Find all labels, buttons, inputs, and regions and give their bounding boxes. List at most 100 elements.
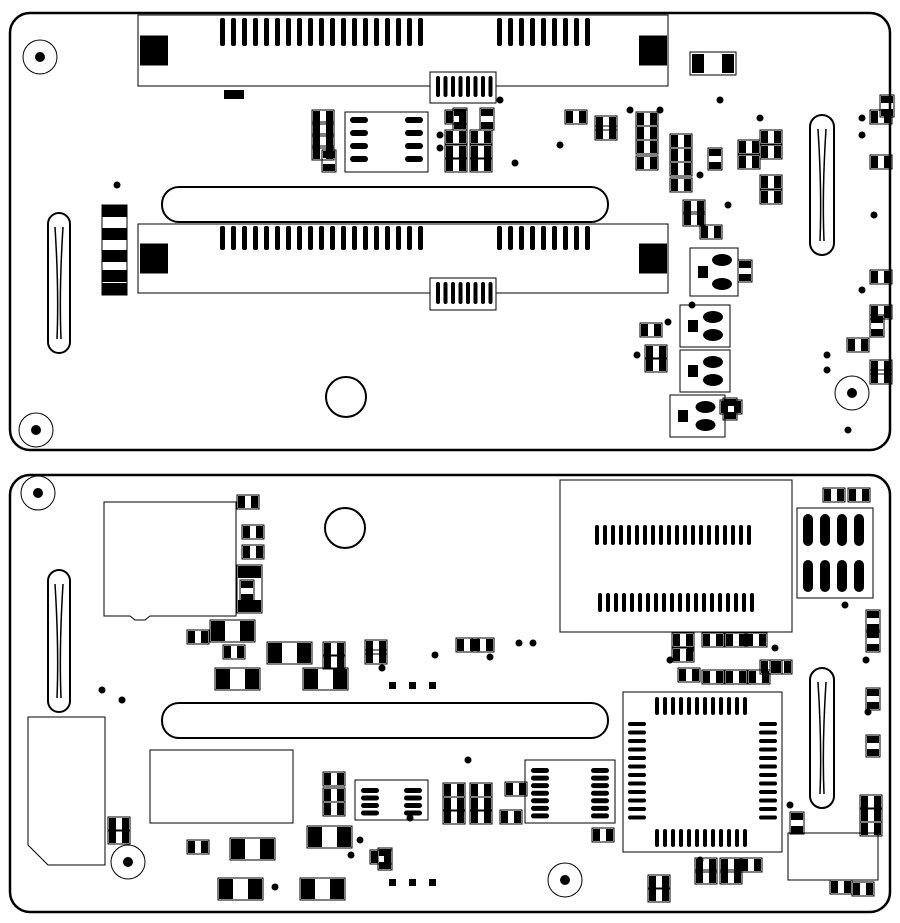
component-outline bbox=[724, 669, 748, 685]
connector-finger bbox=[574, 226, 579, 250]
chip-pin bbox=[759, 815, 777, 820]
pad bbox=[454, 122, 466, 129]
chip-pin bbox=[759, 781, 777, 786]
connector-finger bbox=[330, 18, 335, 46]
pad bbox=[109, 818, 116, 830]
connector-finger bbox=[574, 18, 579, 46]
component-outline bbox=[471, 637, 495, 653]
chip-pin bbox=[591, 798, 609, 804]
pad bbox=[884, 271, 891, 283]
component-outline bbox=[644, 344, 668, 360]
pad bbox=[854, 560, 864, 592]
pad bbox=[686, 634, 693, 646]
pad bbox=[726, 671, 733, 683]
vertical-component bbox=[101, 204, 128, 296]
mounting-hole-center bbox=[847, 388, 857, 398]
pad bbox=[379, 849, 391, 856]
component-outline bbox=[452, 107, 468, 131]
chip-outline bbox=[344, 111, 429, 173]
pad bbox=[831, 881, 838, 893]
component-outline bbox=[469, 796, 493, 812]
pad bbox=[754, 859, 761, 871]
chip-pin bbox=[735, 697, 739, 715]
component-outline bbox=[266, 641, 313, 665]
pad bbox=[688, 365, 698, 377]
via bbox=[823, 366, 831, 374]
via bbox=[656, 106, 664, 114]
pad bbox=[861, 823, 868, 835]
via bbox=[666, 656, 674, 664]
via bbox=[529, 639, 537, 647]
smd-component bbox=[869, 369, 893, 385]
chip-pin bbox=[655, 697, 659, 715]
pad bbox=[739, 634, 746, 646]
pad bbox=[484, 784, 491, 796]
pad bbox=[701, 226, 708, 238]
smd-component bbox=[442, 782, 466, 798]
pad bbox=[514, 811, 521, 823]
smd-component bbox=[747, 669, 771, 685]
smd-component bbox=[469, 129, 493, 145]
pad bbox=[459, 159, 466, 171]
via bbox=[858, 114, 866, 122]
smd-component bbox=[851, 881, 875, 897]
chip-pin bbox=[591, 790, 609, 796]
component-outline bbox=[236, 494, 260, 510]
smd-component bbox=[444, 129, 468, 145]
component-outline bbox=[689, 247, 739, 297]
pad bbox=[752, 156, 759, 168]
component-outline bbox=[679, 304, 731, 348]
pad bbox=[716, 671, 723, 683]
via bbox=[686, 646, 694, 654]
chip-pin bbox=[711, 697, 715, 715]
connector-finger bbox=[220, 226, 225, 250]
power-component bbox=[229, 837, 276, 861]
connector-finger bbox=[585, 226, 590, 250]
mounting-hole-center bbox=[35, 52, 45, 62]
pad bbox=[256, 526, 263, 538]
pad bbox=[871, 361, 878, 373]
pad bbox=[684, 135, 691, 147]
slot-inner bbox=[817, 681, 827, 795]
pad bbox=[366, 651, 373, 663]
component-outline bbox=[321, 149, 337, 173]
via bbox=[556, 141, 564, 149]
connector-finger bbox=[352, 226, 357, 250]
via bbox=[378, 664, 386, 672]
pad bbox=[337, 827, 351, 847]
component-outline bbox=[647, 887, 671, 903]
component-outline bbox=[669, 394, 726, 438]
pad bbox=[673, 634, 680, 646]
pad bbox=[201, 631, 208, 643]
connector-finger bbox=[231, 226, 236, 250]
pad bbox=[692, 54, 704, 73]
component-outline bbox=[671, 647, 695, 663]
connector-finger bbox=[552, 18, 557, 46]
component-outline bbox=[442, 796, 466, 812]
smd-component bbox=[442, 796, 466, 812]
smd-component bbox=[865, 734, 881, 758]
via bbox=[511, 159, 519, 167]
chip-pin bbox=[630, 593, 634, 612]
pad bbox=[471, 784, 478, 796]
pad bbox=[709, 162, 721, 169]
smd-component bbox=[677, 667, 701, 683]
pad bbox=[871, 111, 878, 123]
chip-pin bbox=[628, 722, 646, 726]
pad bbox=[471, 811, 478, 823]
chip-pin bbox=[405, 156, 423, 162]
component-outline bbox=[669, 177, 693, 193]
component-outline bbox=[322, 801, 346, 817]
component-outline bbox=[217, 877, 264, 901]
component-outline bbox=[236, 564, 263, 614]
component-outline bbox=[869, 314, 885, 338]
via bbox=[486, 653, 494, 661]
smd-component bbox=[311, 109, 335, 125]
pad bbox=[308, 827, 322, 847]
component-outline bbox=[644, 357, 668, 373]
smd-component bbox=[241, 524, 265, 540]
slot-inner bbox=[54, 226, 64, 340]
pad bbox=[739, 156, 746, 168]
pad bbox=[726, 634, 733, 646]
smd-component bbox=[694, 869, 718, 885]
